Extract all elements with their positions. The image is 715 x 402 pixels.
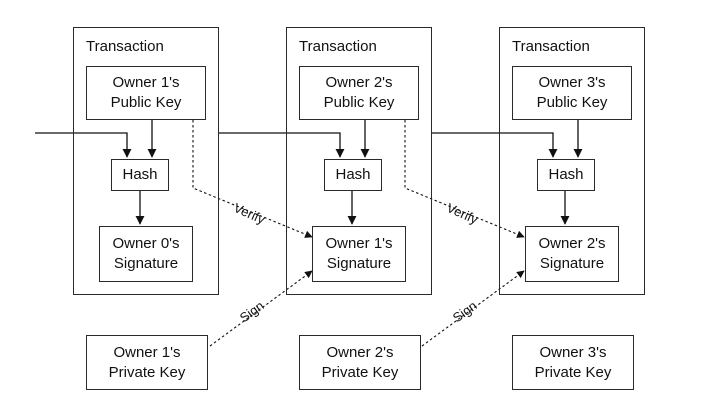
transaction-frame-3	[499, 27, 645, 295]
sign-arrow-2	[421, 270, 525, 347]
hash-box-3: Hash	[537, 159, 595, 191]
public-key-box-2: Owner 2's Public Key	[299, 66, 419, 120]
public-key-box-1: Owner 1's Public Key	[86, 66, 206, 120]
transaction-title-2: Transaction	[299, 38, 377, 55]
signature-box-1: Owner 0's Signature	[99, 226, 193, 282]
transaction-frame-2	[286, 27, 432, 295]
transaction-frame-1	[73, 27, 219, 295]
private-key-box-3: Owner 3's Private Key	[512, 335, 634, 390]
incoming-chain-arrow	[35, 132, 132, 158]
chain-arrow-2-to-3	[431, 132, 558, 158]
private-key-box-2: Owner 2's Private Key	[299, 335, 421, 390]
signature-box-3: Owner 2's Signature	[525, 226, 619, 282]
transaction-title-3: Transaction	[512, 38, 590, 55]
sign-arrow-1	[209, 270, 313, 347]
public-key-box-3: Owner 3's Public Key	[512, 66, 632, 120]
signature-box-2: Owner 1's Signature	[312, 226, 406, 282]
hash-box-2: Hash	[324, 159, 382, 191]
transaction-title-1: Transaction	[86, 38, 164, 55]
private-key-box-1: Owner 1's Private Key	[86, 335, 208, 390]
chain-arrow-1-to-2	[218, 132, 345, 158]
hash-box-1: Hash	[111, 159, 169, 191]
